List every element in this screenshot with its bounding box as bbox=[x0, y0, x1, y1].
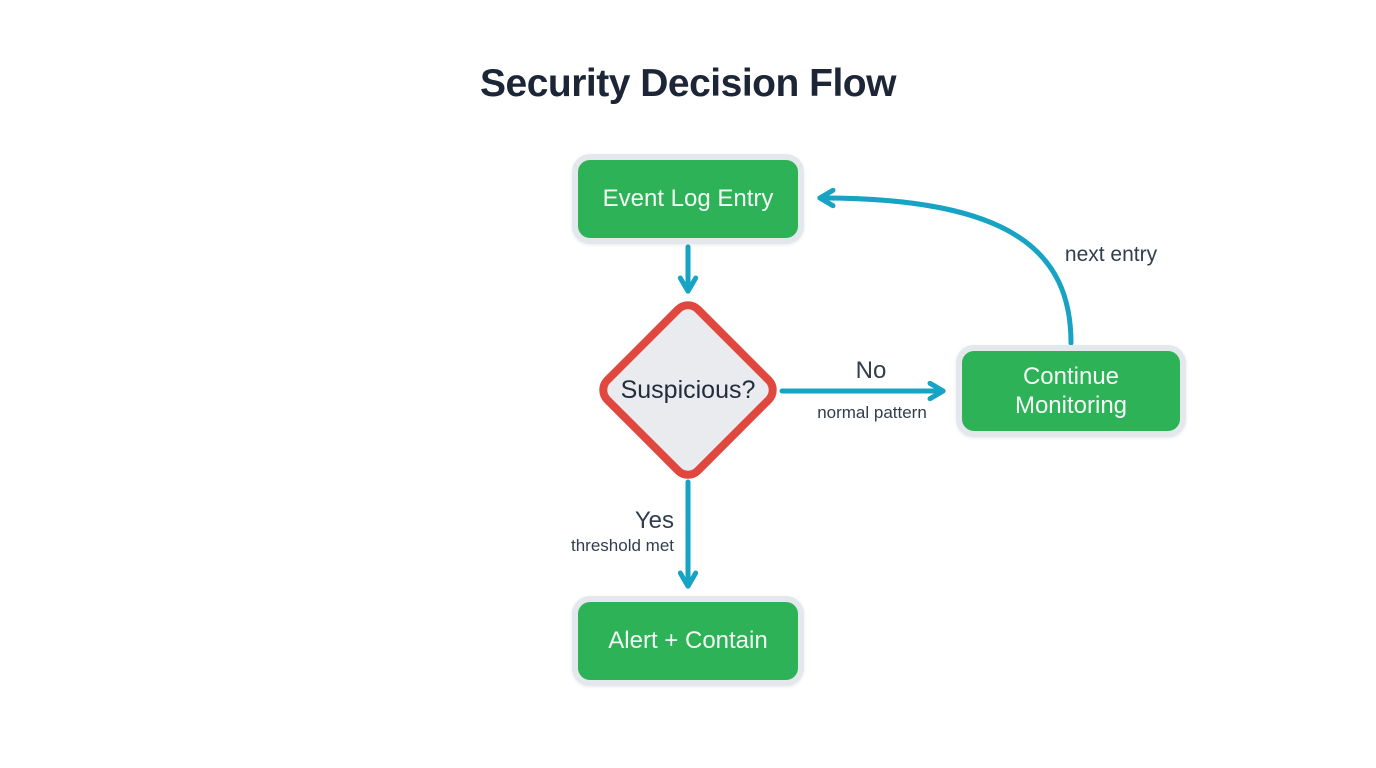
arrow-loop-back bbox=[817, 187, 1074, 346]
node-event-log-label: Event Log Entry bbox=[602, 185, 774, 213]
node-continue-monitoring: Continue Monitoring bbox=[956, 345, 1186, 437]
edge-sublabel-normal-pattern: normal pattern bbox=[817, 403, 927, 422]
diagram-title: Security Decision Flow bbox=[480, 62, 896, 105]
node-continue-monitoring-label: Continue Monitoring bbox=[1014, 362, 1128, 419]
node-event-log: Event Log Entry bbox=[572, 154, 804, 244]
decision-node-shape bbox=[599, 301, 777, 479]
node-alert-contain-label: Alert + Contain bbox=[608, 627, 768, 655]
edge-label-next-entry: next entry bbox=[1064, 243, 1158, 266]
edge-label-no: No bbox=[855, 357, 887, 384]
decision-node-label: Suspicious? bbox=[620, 375, 756, 404]
edge-sublabel-threshold-met: threshold met bbox=[571, 536, 674, 555]
edge-label-yes: Yes bbox=[634, 507, 674, 534]
node-alert-contain: Alert + Contain bbox=[572, 596, 804, 686]
